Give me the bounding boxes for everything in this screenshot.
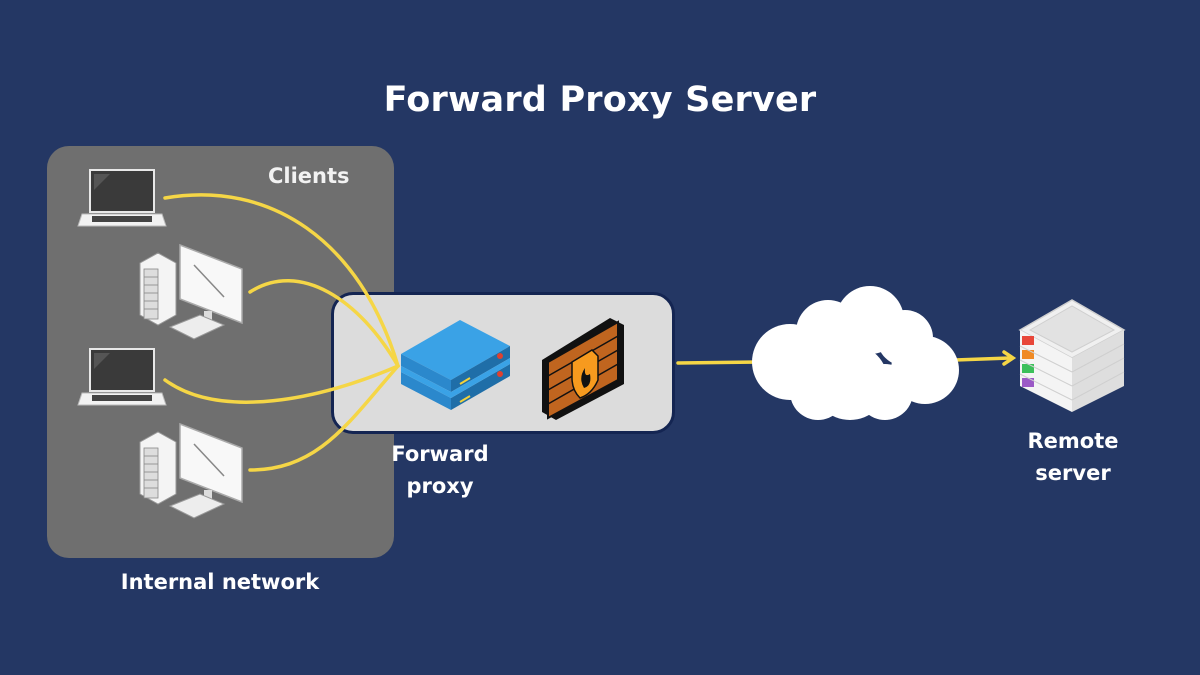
connection-line-proxy-cloud [676,360,762,365]
remote-server-label: Remote server [1013,425,1133,489]
firewall-icon [542,318,624,420]
diagram-title: Forward Proxy Server [383,80,817,120]
internal-network-label: Internal network [120,570,320,594]
desktop-computer-icon [139,423,243,519]
desktop-computer-icon [139,244,243,340]
laptop-icon [77,348,167,406]
arrowhead [1002,350,1017,366]
cloud-icon [752,286,959,420]
forward-proxy-label: Forward proxy [380,438,500,502]
remote-server-icon [1018,299,1126,412]
remote-server-label-line1: Remote [1027,429,1119,453]
connection-line-cloud-server [953,356,1012,362]
clients-label: Clients [268,164,350,188]
server-stack-icon [401,320,510,410]
laptop-icon [77,169,167,227]
connection-line-2 [248,279,400,368]
connection-line-1 [163,193,400,368]
connection-line-3 [163,364,400,404]
connection-line-4 [248,364,400,472]
forward-proxy-label-line1: Forward [391,442,489,466]
connection-lines [163,193,1017,472]
remote-server-label-line2: server [1035,461,1111,485]
forward-proxy-label-line2: proxy [406,474,474,498]
